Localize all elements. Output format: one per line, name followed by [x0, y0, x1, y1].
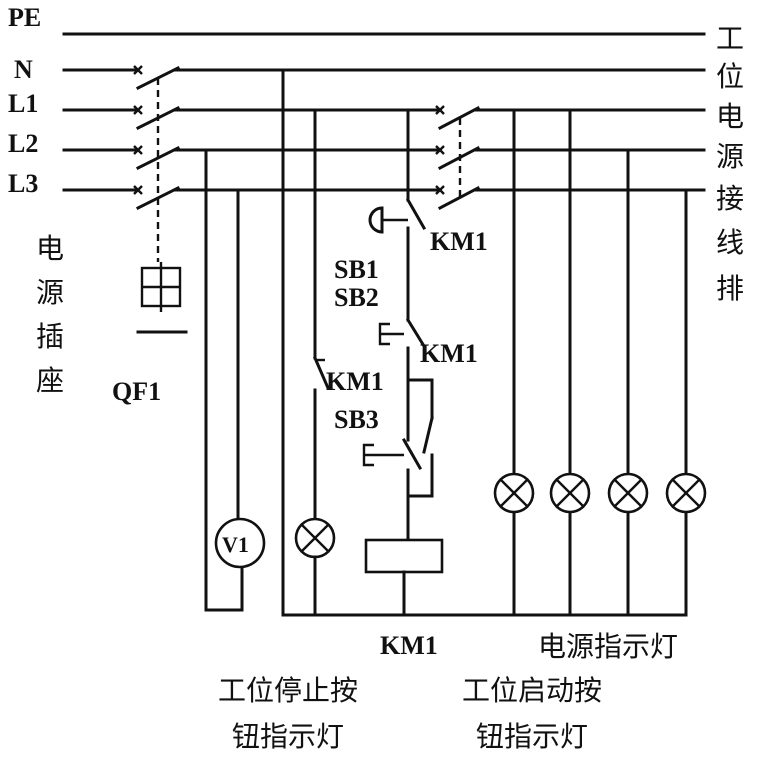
caption-char: 位	[716, 60, 744, 93]
stop-indicator-branch	[294, 108, 336, 617]
power-socket-caption: 电 源 插 座	[36, 232, 64, 397]
km1-coil-label: KM1	[380, 631, 438, 660]
sb1-stop-button-icon	[368, 206, 384, 234]
voltmeter-icon	[214, 517, 266, 569]
km1-coil-icon	[364, 538, 444, 574]
qf1-label: QF1	[112, 377, 161, 406]
sb3-label: SB3	[334, 405, 379, 434]
power-indicator-caption: 电源指示灯	[538, 630, 678, 663]
caption-char: 接	[716, 182, 744, 215]
l2-label: L2	[8, 129, 38, 158]
power-lamp-icon	[607, 472, 649, 514]
km1-interlock-label: KM1	[420, 339, 478, 368]
caption-char: 电	[36, 232, 64, 265]
start-indicator-caption-line1: 工位启动按	[462, 674, 602, 707]
power-lamp-icon	[665, 472, 707, 514]
neutral-return	[281, 68, 688, 617]
voltmeter-branch: V1	[204, 148, 266, 612]
power-lamp-icon	[493, 472, 535, 514]
caption-char: 源	[36, 276, 64, 309]
voltmeter-label: V1	[222, 532, 249, 557]
caption-char: 排	[716, 272, 744, 305]
caption-char: 电	[716, 100, 744, 133]
km1-main-contactor	[435, 105, 481, 211]
caption-char: 座	[36, 364, 64, 397]
stop-indicator-caption-line1: 工位停止按	[218, 674, 358, 707]
bus-lines	[62, 32, 706, 192]
l3-label: L3	[8, 169, 38, 198]
sb3-start-button-icon	[362, 443, 404, 467]
caption-char: 工	[716, 22, 744, 55]
sb2-label: SB2	[334, 283, 379, 312]
caption-char: 线	[716, 226, 744, 259]
pe-label: PE	[8, 3, 41, 32]
power-lamp-icon	[549, 472, 591, 514]
n-label: N	[14, 55, 33, 84]
caption-char: 插	[36, 320, 64, 353]
sb1-label: SB1	[334, 255, 379, 284]
control-circuit	[362, 108, 444, 617]
caption-char: 源	[716, 140, 744, 173]
km1-main-label: KM1	[430, 227, 488, 256]
power-indicator-lamps	[493, 108, 707, 617]
start-indicator-caption-line2: 钮指示灯	[476, 720, 588, 753]
l1-label: L1	[8, 89, 38, 118]
stop-indicator-caption-line2: 钮指示灯	[232, 720, 344, 753]
station-terminal-caption: 工 位 电 源 接 线 排	[716, 22, 744, 305]
km1-stop-indicator-label: KM1	[326, 367, 384, 396]
qf1-breaker	[133, 65, 188, 334]
sb2-stop-button-icon	[378, 322, 404, 346]
stop-indicator-lamp-icon	[294, 517, 336, 559]
power-socket-icon	[136, 262, 188, 334]
